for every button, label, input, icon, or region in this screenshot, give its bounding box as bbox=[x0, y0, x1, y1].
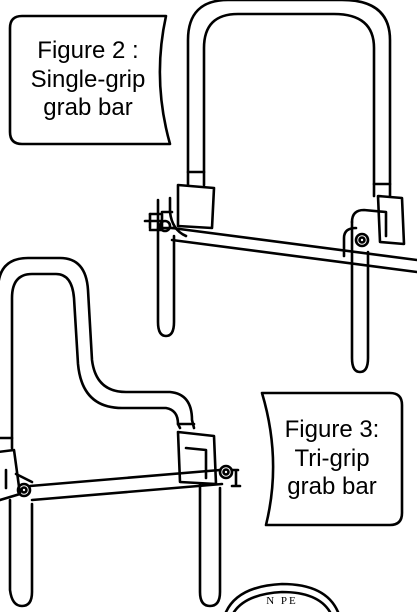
tri-grip-handle bbox=[0, 256, 196, 450]
tri-grip-caption: Figure 3: Tri-grip grab bar bbox=[262, 393, 402, 525]
tri-grip-caption-line-2: Tri-grip bbox=[294, 444, 370, 472]
single-grip-handle bbox=[186, 0, 392, 198]
tri-grip-caption-line-1: Figure 3: bbox=[284, 415, 380, 443]
seal-stamp-text: N PE bbox=[266, 595, 298, 607]
caption-frames bbox=[8, 14, 404, 527]
single-grip-left-clamp bbox=[148, 183, 216, 338]
tri-grip-right-clamp bbox=[176, 430, 234, 608]
tri-grip-left-clamp bbox=[0, 448, 34, 608]
single-grip-grab-bar-drawing bbox=[143, 0, 417, 374]
tri-grip-seat-rail bbox=[28, 468, 242, 502]
tri-grip-caption-frame bbox=[260, 391, 404, 527]
tri-grip-caption-line-3: grab bar bbox=[287, 473, 377, 501]
single-grip-caption-frame bbox=[8, 14, 172, 146]
single-grip-caption-line-2: Single-grip bbox=[30, 65, 146, 93]
single-grip-right-clamp bbox=[342, 194, 406, 374]
tri-grip-grab-bar-drawing bbox=[0, 256, 242, 608]
single-grip-caption-line-1: Figure 2 : bbox=[37, 36, 139, 64]
single-grip-seat-rail bbox=[143, 212, 417, 274]
single-grip-caption: Figure 2 : Single-grip grab bar bbox=[10, 16, 166, 144]
seal-stamp: N PE bbox=[224, 582, 340, 612]
single-grip-caption-line-3: grab bar bbox=[43, 94, 133, 122]
